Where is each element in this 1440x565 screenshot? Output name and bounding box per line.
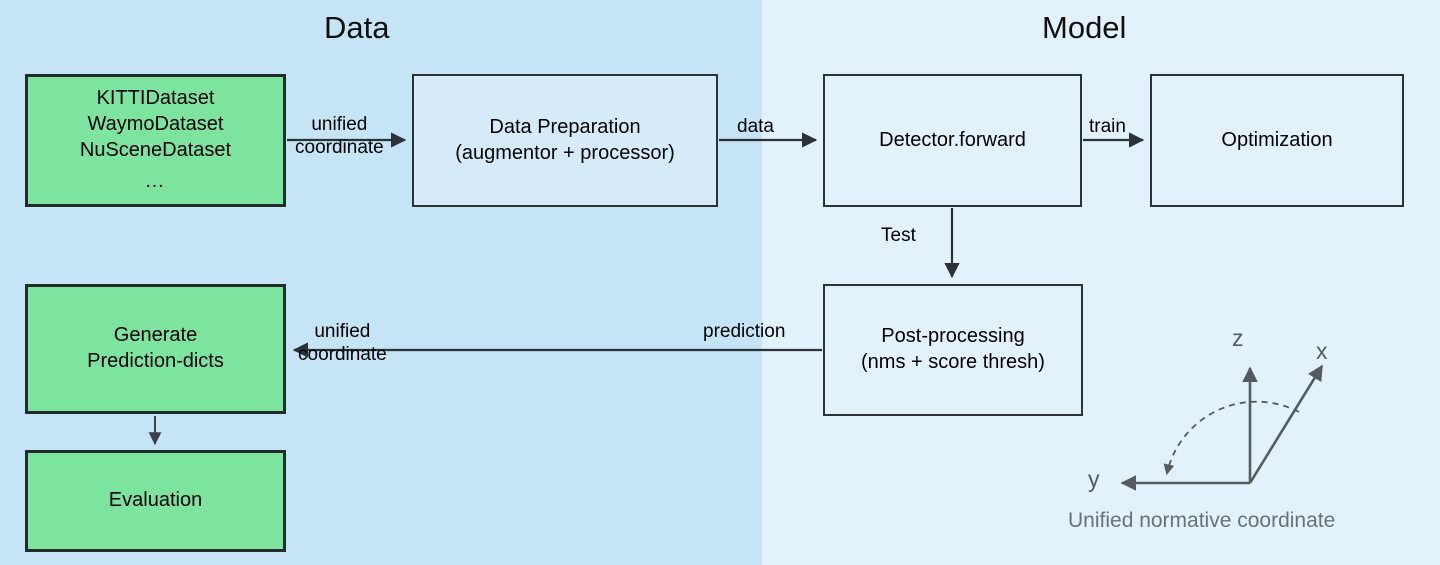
panel-title-model: Model — [1042, 10, 1127, 45]
edge-label-prediction: prediction — [703, 321, 786, 342]
edge-label-test: Test — [881, 225, 916, 246]
axis-label-x: x — [1316, 338, 1328, 364]
coordinate-system-caption: Unified normative coordinate — [1068, 509, 1336, 532]
edge-label-unified-1-line1: unified — [311, 114, 368, 135]
node-optimization-label: Optimization — [1221, 128, 1333, 151]
node-evaluation-label: Evaluation — [108, 489, 203, 512]
node-post-processing-line1: Post-processing — [881, 325, 1025, 348]
node-optimization[interactable]: Optimization — [1150, 74, 1404, 207]
edge-label-unified-1-line2: coordinate — [295, 137, 384, 159]
node-datasets-ellipsis: … — [144, 170, 167, 193]
node-data-preparation[interactable]: Data Preparation (augmentor + processor) — [412, 74, 718, 207]
node-datasets[interactable]: KITTIDataset WaymoDataset NuSceneDataset… — [25, 74, 286, 207]
axis-label-y: y — [1088, 466, 1100, 492]
edge-label-unified-2-line1: unified — [314, 321, 371, 342]
edge-label-datasets-to-dataprep: unified coordinate — [295, 113, 384, 159]
edge-label-unified-2-line2: coordinate — [298, 344, 387, 366]
node-generate-line2: Prediction-dicts — [87, 350, 224, 372]
edge-label-data: data — [737, 116, 774, 137]
node-evaluation[interactable]: Evaluation — [25, 450, 286, 552]
node-post-processing[interactable]: Post-processing (nms + score thresh) — [823, 284, 1083, 416]
node-detector-forward[interactable]: Detector.forward — [823, 74, 1082, 207]
node-generate-prediction-dicts[interactable]: Generate Prediction-dicts — [25, 284, 286, 414]
edge-label-postproc-to-generate: unified coordinate — [298, 320, 387, 366]
node-detector-forward-label: Detector.forward — [879, 128, 1026, 151]
node-datasets-line2: WaymoDataset — [87, 112, 224, 135]
edge-label-train: train — [1089, 116, 1126, 137]
node-datasets-line3: NuSceneDataset — [79, 138, 232, 161]
node-post-processing-line2: (nms + score thresh) — [861, 351, 1045, 373]
axis-label-z: z — [1232, 325, 1244, 351]
node-data-preparation-line2: (augmentor + processor) — [455, 141, 675, 164]
panel-title-data: Data — [324, 10, 390, 45]
node-generate-line1: Generate — [113, 324, 198, 347]
node-data-preparation-line1: Data Preparation — [489, 115, 641, 138]
node-datasets-line1: KITTIDataset — [96, 87, 215, 110]
